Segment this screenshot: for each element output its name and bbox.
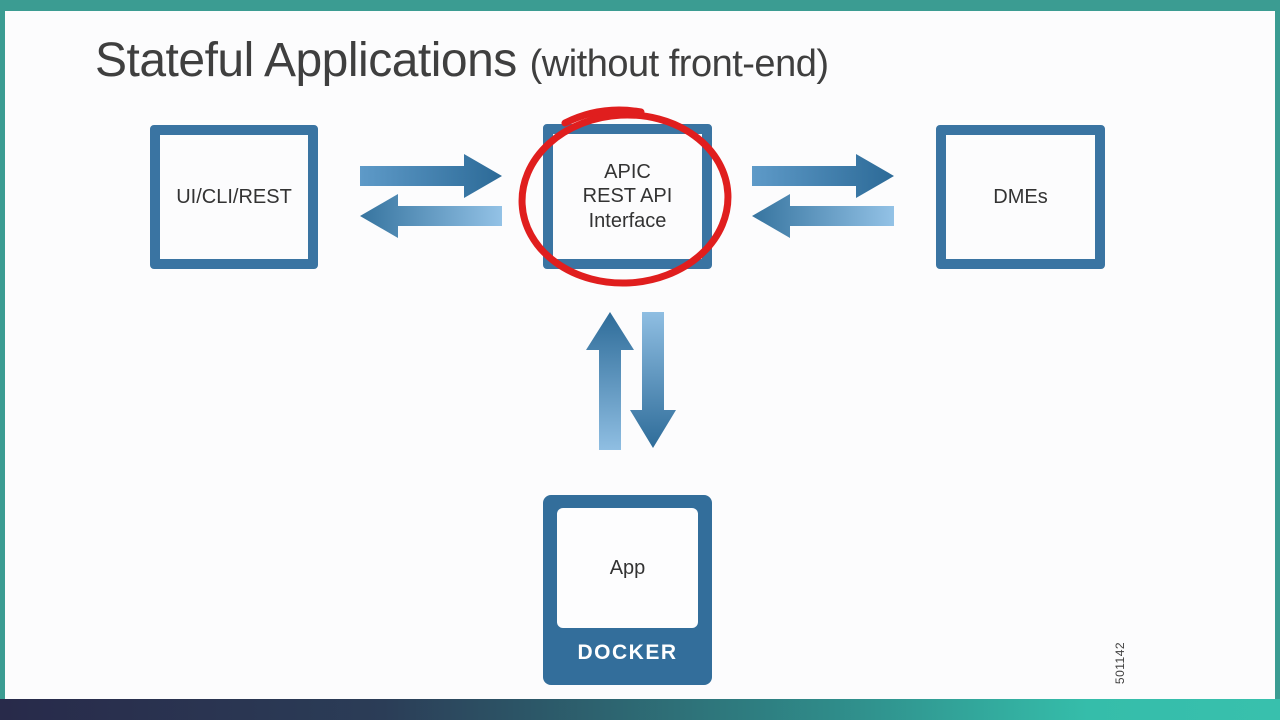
box-ui-cli-rest: UI/CLI/REST	[150, 125, 318, 269]
box-dmes: DMEs	[936, 125, 1105, 269]
title-subtitle: (without front-end)	[529, 43, 829, 85]
title-main: Stateful Applications	[95, 34, 517, 87]
box-apic-label: APIC REST API Interface	[582, 160, 673, 232]
arrow-right-icon	[360, 154, 502, 198]
figure-number: 501142	[1113, 641, 1127, 685]
arrow-down-icon	[630, 312, 676, 448]
box-ui-cli-rest-label: UI/CLI/REST	[176, 185, 292, 208]
box-apic-rest-api-interface: APIC REST API Interface	[543, 124, 712, 269]
footer-gradient-bar	[0, 699, 1280, 720]
frame-left-border	[0, 0, 5, 700]
arrow-up-icon	[586, 312, 634, 450]
page-title: Stateful Applications (without front-end…	[95, 33, 829, 88]
box-dmes-label: DMEs	[993, 185, 1048, 208]
arrow-left-icon	[752, 194, 894, 238]
docker-label: DOCKER	[577, 641, 678, 664]
arrow-right-icon	[752, 154, 894, 198]
box-app-label: App	[609, 556, 646, 579]
bidirectional-arrows-right-icon	[752, 154, 894, 238]
frame-right-border	[1275, 0, 1280, 700]
arrow-left-icon	[360, 194, 502, 238]
box-app: App	[557, 508, 698, 628]
bidirectional-arrows-left-icon	[360, 154, 502, 238]
frame-top-border	[0, 0, 1280, 11]
bidirectional-arrows-vertical-icon	[586, 312, 676, 450]
box-docker: App DOCKER	[543, 495, 712, 685]
annotation-circle	[518, 106, 732, 287]
